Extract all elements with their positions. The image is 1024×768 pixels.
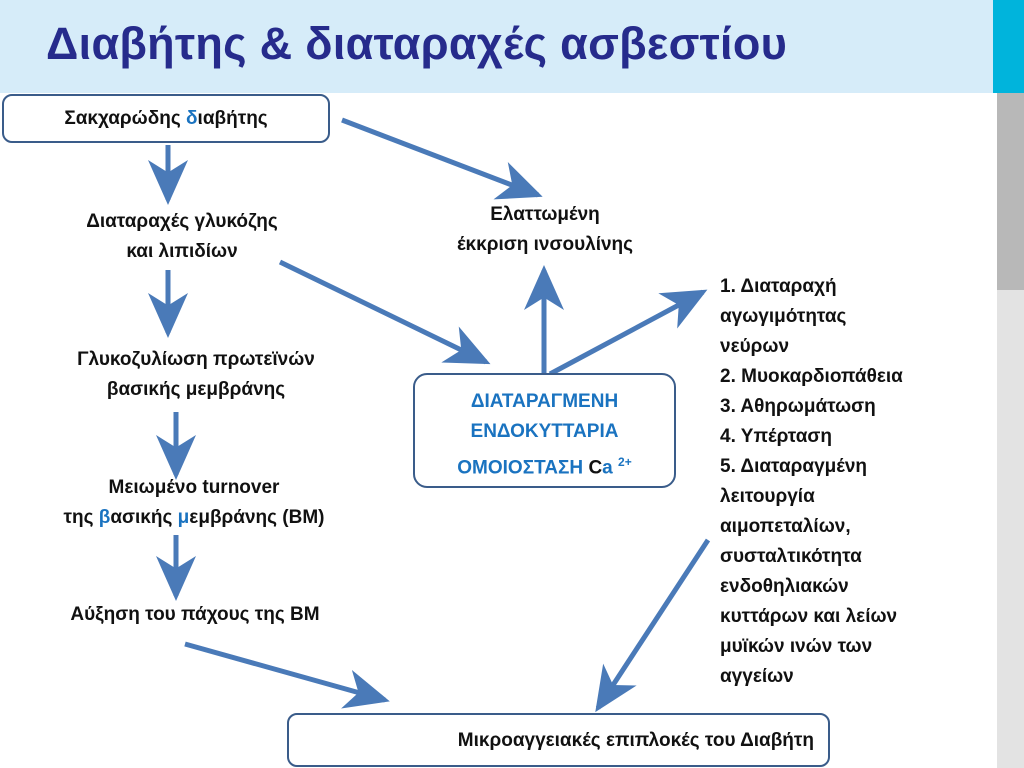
diabetes-label: Σακχαρώδης διαβήτης [64,108,268,129]
slide-title: Διαβήτης & διαταραχές ασβεστίου [46,18,788,69]
effect-line: 1. Διαταραχή [720,276,837,297]
reduced-turnover: Μειωμένο turnover της βασικής μεμβράνης … [63,477,325,528]
arrow-calcium-to-effects [548,289,708,377]
bm-thickness-increase: Αύξηση του πάχους της ΒΜ [70,604,320,625]
effect-line: συσταλτικότητα [720,546,862,567]
reduced-insulin-secretion: Ελαττωμένη έκκριση ινσουλίνης [456,204,634,255]
effect-line: λειτουργία [720,486,815,507]
header-band [0,0,993,93]
effect-line: 2. Μυοκαρδιοπάθεια [720,366,903,387]
scrollbar-thumb[interactable] [997,93,1024,290]
effect-line: 3. Αθηρωμάτωση [720,396,876,417]
effect-line: αιμοπεταλίων, [720,516,851,537]
micro-complications-label: Μικροαγγειακές επιπλοκές του Διαβήτη [457,730,814,751]
calcium-homeostasis-label: ΔΙΑΤΑΡΑΓΜΕΝΗ ΕΝΔΟΚΥΤΤΑΡΙΑ ΟΜΟΙΟΣΤΑΣΗ Ca … [457,391,632,479]
effect-line: νεύρων [720,336,790,357]
effect-line: 4. Υπέρταση [720,426,833,447]
effect-line: αγωγιμότητας [720,306,847,327]
arrow-glucose-to-calcium [278,259,491,365]
effect-line: ενδοθηλιακών [720,576,849,597]
arrow-thickness-to-micro [184,641,390,709]
diabetes-box: Σακχαρώδης διαβήτης [2,94,330,143]
membrane-glycation: Γλυκοζυλίωση πρωτεϊνών βασικής μεμβράνης [77,349,315,400]
arrow-effects-to-micro [595,538,711,713]
side-accent-bar [993,0,1024,93]
effects-list: 1. Διαταραχή αγωγιμότητας νεύρων 2. Μυοκαρδ… [720,272,903,692]
calcium-homeostasis-box: ΔΙΑΤΑΡΑΓΜΕΝΗ ΕΝΔΟΚΥΤΤΑΡΙΑ ΟΜΟΙΟΣΤΑΣΗ Ca … [413,373,676,488]
effect-line: κυττάρων και λείων [720,606,898,627]
arrow-diabetes-to-insulin [341,117,543,200]
glucose-lipid-disorders: Διαταραχές γλυκόζης και λιπιδίων [86,211,278,262]
effect-line: 5. Διαταραγμένη [720,456,868,477]
micro-complications-box: Μικροαγγειακές επιπλοκές του Διαβήτη [287,713,830,767]
effect-line: μυϊκών ινών των [720,636,873,657]
effect-line: αγγείων [720,666,794,687]
